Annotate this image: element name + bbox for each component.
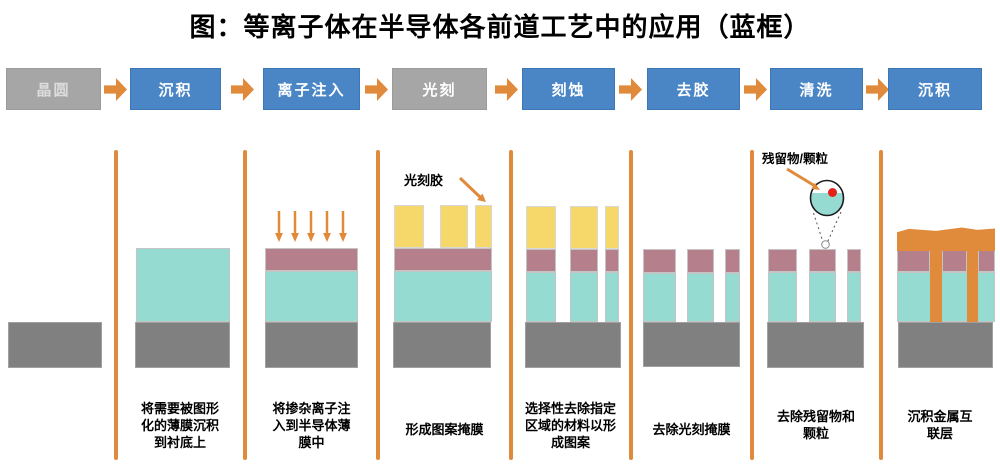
deposited-film <box>136 248 230 322</box>
caption-deposition: 将需要被图形 化的薄膜沉积 到衬底上 <box>140 401 219 450</box>
caption-metal-deposition: 沉积金属互 联层 <box>907 409 973 441</box>
panel-divider <box>509 150 513 460</box>
doped-layer <box>942 250 967 272</box>
flow-step-cleaning: 清洗 <box>770 68 863 110</box>
doped-layer <box>897 250 930 272</box>
doped-layer <box>570 249 598 272</box>
film-layer <box>605 272 619 322</box>
photoresist-block <box>570 206 598 249</box>
doped-layer <box>768 249 797 272</box>
doped-layer <box>847 249 861 272</box>
wafer-substrate <box>643 322 740 367</box>
flow-step-metal-dep: 沉积 <box>888 68 982 110</box>
arrow-right-icon <box>231 78 254 101</box>
doped-layer <box>265 248 358 271</box>
flow-step-wafer: 晶圆 <box>6 68 101 110</box>
caption-strip: 去除光刻掩膜 <box>652 422 731 437</box>
flow-step-lithography: 光刻 <box>392 68 487 110</box>
magnifier-callout-icon <box>786 167 845 249</box>
doped-layer <box>809 249 836 272</box>
caption-cleaning: 去除残留物和 颗粒 <box>776 409 855 441</box>
page-title: 图：等离子体在半导体各前道工艺中的应用（蓝框） <box>189 13 811 42</box>
film-layer <box>394 271 492 322</box>
arrow-right-icon <box>365 78 388 101</box>
photoresist-block <box>605 206 619 249</box>
wafer-substrate <box>135 322 230 368</box>
caption-lithography: 形成图案掩膜 <box>405 422 484 437</box>
photoresist-arrow-icon <box>458 176 486 202</box>
arrow-right-icon <box>495 78 518 101</box>
doped-layer <box>725 249 740 273</box>
photoresist-label: 光刻胶 <box>404 173 444 188</box>
film-layer <box>687 273 714 322</box>
flow-step-ion-implant: 离子注入 <box>263 68 360 110</box>
metal-via <box>967 250 978 322</box>
arrow-right-icon <box>866 78 889 101</box>
film-layer <box>570 272 598 322</box>
panel-divider <box>114 150 118 460</box>
film-layer <box>526 272 556 322</box>
doped-layer <box>643 249 676 273</box>
flow-step-deposition: 沉积 <box>130 68 221 110</box>
arrow-right-icon <box>619 78 642 101</box>
metal-interconnect-layer <box>897 227 995 251</box>
doped-layer <box>605 249 619 272</box>
film-layer <box>725 273 740 322</box>
residue-label: 残留物/颗粒 <box>762 152 828 166</box>
photoresist-block <box>526 206 556 249</box>
metal-via <box>930 250 942 322</box>
film-layer <box>265 271 358 322</box>
caption-ion-implantation: 将掺杂离子注 入到半导体薄 膜中 <box>272 401 351 450</box>
caption-etching: 选择性去除指定 区域的材料以形 成图案 <box>524 401 616 450</box>
wafer-substrate <box>525 322 621 368</box>
panel-divider <box>879 150 883 460</box>
film-layer <box>768 272 797 322</box>
photoresist-block <box>440 205 468 248</box>
panel-divider <box>376 150 380 460</box>
film-layer <box>897 272 995 322</box>
photoresist-block <box>475 205 492 248</box>
doped-layer <box>978 250 995 272</box>
wafer-substrate <box>8 322 102 368</box>
implant-arrows-icon <box>275 211 347 242</box>
panel-divider <box>629 150 633 460</box>
wafer-substrate <box>898 322 993 368</box>
doped-layer <box>394 248 492 271</box>
film-layer <box>809 272 836 322</box>
doped-layer <box>526 249 556 272</box>
arrow-right-icon <box>104 78 127 101</box>
wafer-substrate <box>265 322 358 368</box>
panel-divider <box>243 150 247 460</box>
photoresist-block <box>394 205 424 248</box>
doped-layer <box>687 249 714 273</box>
flow-step-etching: 刻蚀 <box>522 68 615 110</box>
panel-divider <box>750 150 754 460</box>
film-layer <box>847 272 861 322</box>
wafer-substrate <box>393 322 491 368</box>
wafer-substrate <box>767 322 864 368</box>
flow-step-strip: 去胶 <box>647 68 740 110</box>
arrow-right-icon <box>744 78 767 101</box>
film-layer <box>643 273 676 322</box>
